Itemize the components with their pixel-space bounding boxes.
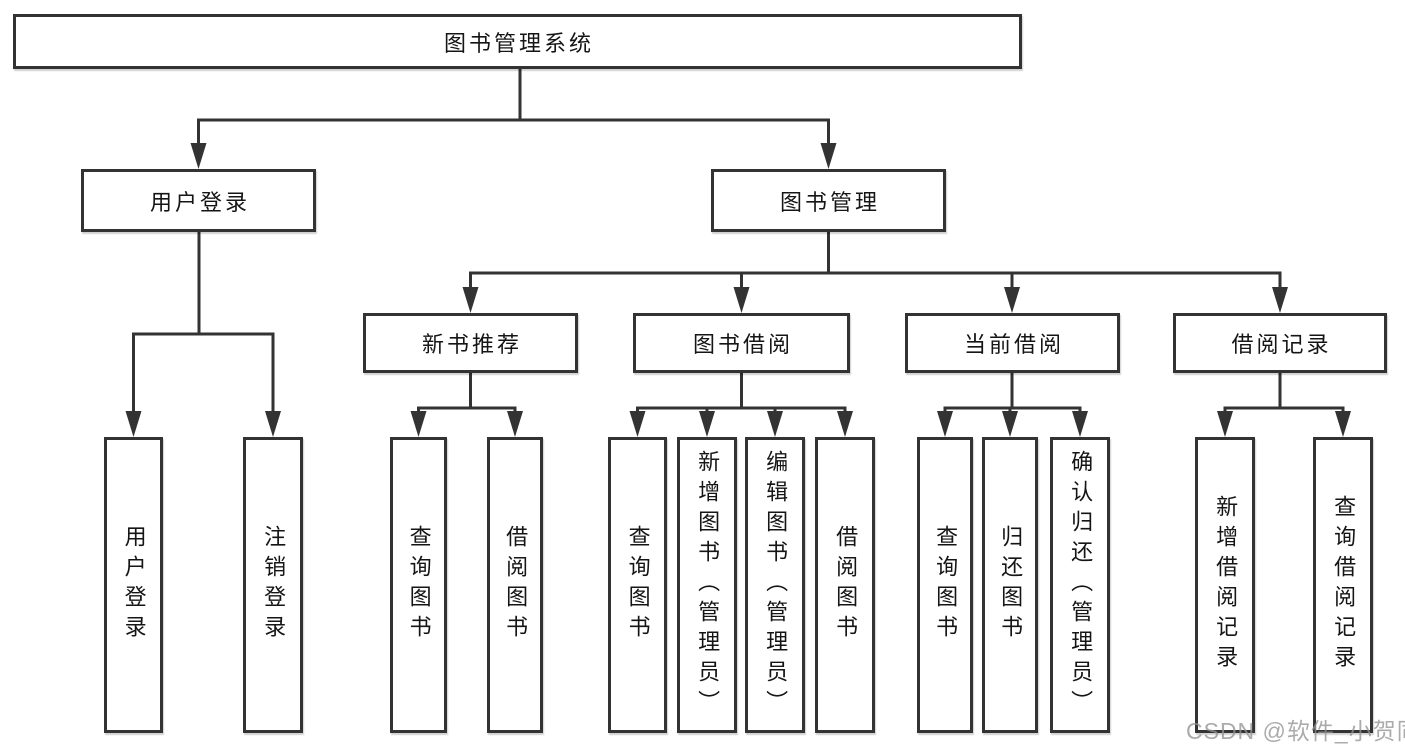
leaf-label: 新增借阅记录 xyxy=(1213,495,1239,675)
arrowhead-down-icon xyxy=(937,411,953,437)
leaf-add-borrow-record: 新增借阅记录 xyxy=(1195,437,1255,733)
arrowhead-down-icon xyxy=(410,411,427,437)
arrowhead-down-icon xyxy=(1002,411,1018,437)
arrowhead-down-icon xyxy=(767,411,783,437)
leaf-label: 注销登录 xyxy=(261,525,287,645)
arrowhead-down-icon xyxy=(733,287,750,313)
node-new-book-recommend: 新书推荐 xyxy=(363,313,578,373)
arrowhead-down-icon xyxy=(820,143,837,169)
arrowhead-down-icon xyxy=(1217,411,1233,437)
leaf-query-books-recommend: 查询图书 xyxy=(390,437,447,733)
leaf-label: 借阅图书 xyxy=(833,525,859,645)
leaf-confirm-return-admin: 确认归还（管理员） xyxy=(1050,437,1110,733)
leaf-edit-books-admin: 编辑图书（管理员） xyxy=(745,437,805,733)
node-label: 用户登录 xyxy=(149,189,250,215)
leaf-query-borrow-record: 查询借阅记录 xyxy=(1313,437,1373,733)
node-user-login: 用户登录 xyxy=(81,169,316,232)
node-label: 图书管理 xyxy=(779,189,880,215)
arrowhead-down-icon xyxy=(462,287,479,313)
arrowhead-down-icon xyxy=(125,411,142,437)
leaf-add-books-admin: 新增图书（管理员） xyxy=(677,437,737,733)
node-borrowing-records: 借阅记录 xyxy=(1173,313,1387,373)
leaf-logout-login: 注销登录 xyxy=(243,437,303,733)
leaf-label: 查询图书 xyxy=(933,525,959,645)
arrowhead-down-icon xyxy=(190,143,207,169)
node-current-borrowing: 当前借阅 xyxy=(905,313,1120,373)
arrowhead-down-icon xyxy=(1272,287,1288,313)
node-book-management: 图书管理 xyxy=(711,169,946,232)
leaf-label: 查询借阅记录 xyxy=(1331,495,1357,675)
leaf-label: 查询图书 xyxy=(625,525,651,645)
arrowhead-down-icon xyxy=(837,411,853,437)
leaf-label: 编辑图书（管理员） xyxy=(763,450,789,720)
node-library-system: 图书管理系统 xyxy=(13,14,1022,69)
node-book-borrowing: 图书借阅 xyxy=(633,313,850,373)
leaf-query-books-current: 查询图书 xyxy=(917,437,973,733)
leaf-user-login: 用户登录 xyxy=(104,437,163,733)
leaf-borrow-books-borrowing: 借阅图书 xyxy=(815,437,875,733)
leaf-query-books-borrowing: 查询图书 xyxy=(608,437,667,733)
leaf-label: 确认归还（管理员） xyxy=(1068,450,1094,720)
arrowhead-down-icon xyxy=(699,411,715,437)
node-label: 图书借阅 xyxy=(692,332,793,357)
arrowhead-down-icon xyxy=(1072,411,1088,437)
node-label: 借阅记录 xyxy=(1231,332,1332,357)
leaf-label: 借阅图书 xyxy=(503,525,529,645)
leaf-label: 查询图书 xyxy=(406,525,432,645)
arrowhead-down-icon xyxy=(1004,287,1020,313)
arrowhead-down-icon xyxy=(265,411,281,437)
leaf-label: 新增图书（管理员） xyxy=(695,450,721,720)
node-label: 新书推荐 xyxy=(421,332,522,357)
csdn-watermark: CSDN @软件_小贺同学 xyxy=(1186,718,1405,744)
leaf-label: 用户登录 xyxy=(121,525,147,645)
node-label: 当前借阅 xyxy=(963,332,1064,357)
leaf-borrow-books-recommend: 借阅图书 xyxy=(487,437,543,733)
leaf-return-books: 归还图书 xyxy=(982,437,1038,733)
leaf-label: 归还图书 xyxy=(998,525,1024,645)
arrowhead-down-icon xyxy=(507,411,523,437)
node-label: 图书管理系统 xyxy=(443,30,594,56)
arrowhead-down-icon xyxy=(629,411,646,437)
arrowhead-down-icon xyxy=(1335,411,1351,437)
